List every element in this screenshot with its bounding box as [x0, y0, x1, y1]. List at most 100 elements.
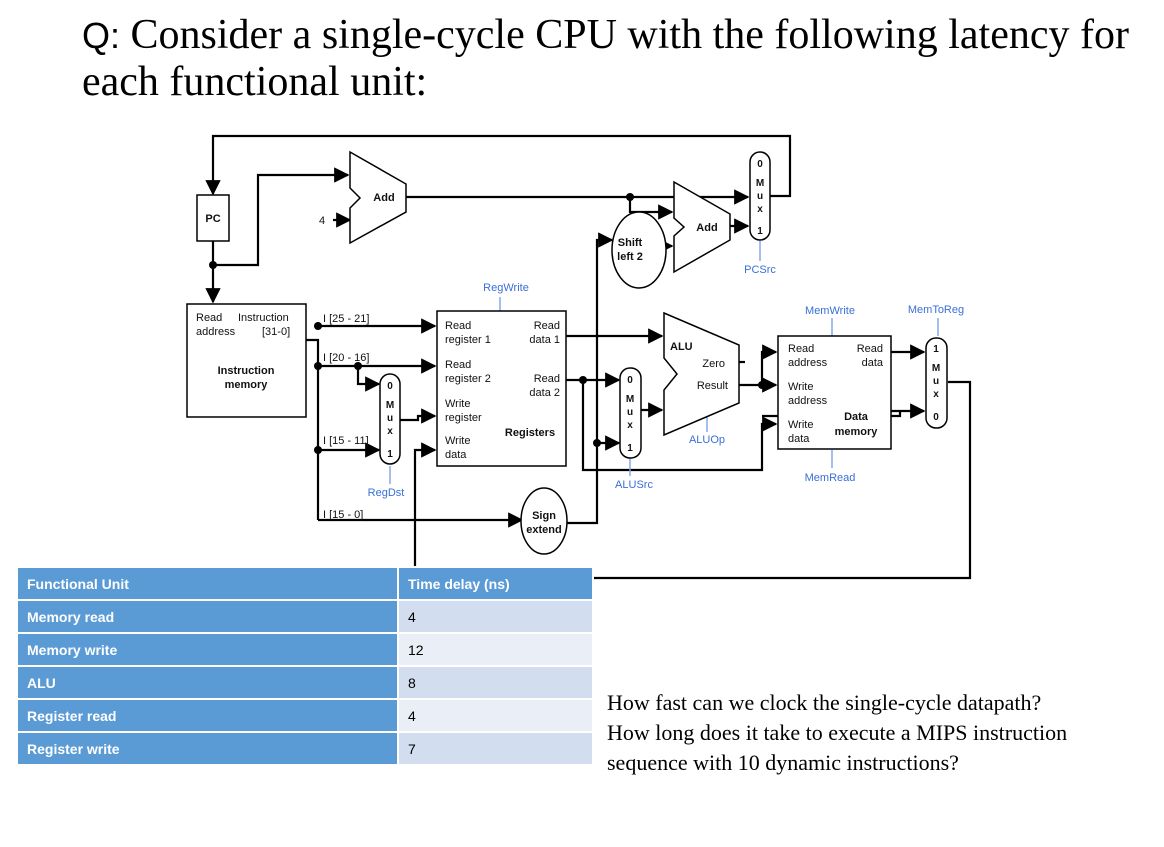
reg-read-data2-line2: data 2 [529, 387, 560, 399]
bits-20-16: I [20 - 16] [323, 352, 369, 364]
read-data2-to-mem-wire [581, 380, 778, 472]
junction-dot [579, 376, 587, 384]
shift-label-line2: left 2 [617, 251, 643, 263]
reg-read-reg1-line1: Read [445, 320, 471, 332]
add2-label: Add [696, 222, 717, 234]
junction-dots [209, 193, 766, 454]
mux-letter: M [756, 178, 764, 189]
pc-feedback-wire [205, 134, 792, 198]
dmem-name-line2: memory [835, 426, 879, 438]
delay-cell: 7 [397, 731, 594, 766]
pc-register [196, 194, 230, 242]
regdst-mux-out-wire [400, 408, 437, 424]
regdst-mux [379, 373, 401, 465]
alusrc-mux-top: 0 [627, 375, 633, 386]
registers-name: Registers [505, 427, 555, 439]
mux-letter: u [757, 191, 763, 202]
header-time-delay: Time delay (ns) [397, 566, 594, 601]
mux-letter: M [626, 394, 634, 405]
question-text: How fast can we clock the single-cycle d… [607, 688, 1147, 778]
reg-read-data1-line2: data 1 [529, 334, 560, 346]
pc-mux-top: 0 [757, 159, 763, 170]
mux-letter: M [932, 363, 940, 374]
table-header-row: Functional Unit Time delay (ns) [16, 566, 594, 601]
bits-15-0: I [15 - 0] [323, 509, 363, 521]
unit-cell: Register read [16, 698, 399, 733]
junction-dot [593, 439, 601, 447]
question-prefix: Q: [82, 15, 121, 56]
register-file [436, 310, 567, 467]
dmem-write-data-line1: Write [788, 419, 813, 431]
mux-letter: u [627, 407, 633, 418]
bits-15-11: I [15 - 11] [323, 435, 369, 447]
table-row: ALU 8 [16, 665, 594, 700]
unit-cell: Memory read [16, 599, 399, 634]
junction-dot [626, 193, 634, 201]
memtoreg-label: MemToReg [908, 304, 964, 316]
shift-label-line1: Shift [618, 237, 643, 249]
mux-letter: x [387, 426, 393, 437]
add-label: Add [373, 192, 394, 204]
constant-four: 4 [319, 215, 325, 227]
unit-cell: ALU [16, 665, 399, 700]
rt-to-mux-wire [356, 366, 381, 392]
pc-mux-bottom: 1 [757, 226, 763, 237]
alusrc-mux-bottom: 1 [627, 443, 633, 454]
latency-table: Functional Unit Time delay (ns) Memory r… [16, 566, 594, 766]
aluop-label: ALUOp [689, 434, 725, 446]
mux-letter: u [387, 413, 393, 424]
memtoreg-mux [925, 337, 948, 429]
pcsrc-label: PCSrc [744, 264, 776, 276]
alu-name: ALU [670, 341, 693, 353]
table-row: Register write 7 [16, 731, 594, 766]
memwrite-label: MemWrite [805, 305, 855, 317]
alu [663, 311, 740, 437]
unit-cell: Register write [16, 731, 399, 766]
question-title: Q: Consider a single-cycle CPU with the … [82, 12, 1142, 105]
pc-label: PC [205, 213, 220, 225]
alu-result-wire [739, 344, 778, 387]
alu-result: Result [697, 380, 728, 392]
branch-adder [673, 180, 731, 274]
alu-zero: Zero [702, 358, 725, 370]
dmem-read-data-line2: data [862, 357, 884, 369]
reg-write-reg-line2: register [445, 412, 482, 424]
reg-write-reg-line1: Write [445, 398, 470, 410]
reg-read-reg2-line2: register 2 [445, 373, 491, 385]
mux-letter: x [757, 204, 763, 215]
mux-letter: u [933, 376, 939, 387]
reg-write-data-line1: Write [445, 435, 470, 447]
dmem-read-data-line1: Read [857, 343, 883, 355]
sign-extend [520, 487, 568, 555]
dmem-read-address-line2: address [788, 357, 828, 369]
pc-mux [749, 151, 771, 241]
junction-dot [209, 261, 217, 269]
delay-cell: 12 [397, 632, 594, 667]
reg-read-reg2-line1: Read [445, 359, 471, 371]
delay-cell: 4 [397, 698, 594, 733]
data-memory [777, 335, 892, 450]
junction-dot [314, 322, 322, 330]
question-title-text: Consider a single-cycle CPU with the fol… [82, 12, 1129, 105]
question-line-2: How long does it take to execute a MIPS … [607, 720, 1068, 775]
question-line-1: How fast can we clock the single-cycle d… [607, 690, 1042, 715]
memtoreg-mux-bottom: 0 [933, 412, 939, 423]
dmem-name-line1: Data [844, 411, 869, 423]
reg-read-data1-line1: Read [534, 320, 560, 332]
sign-extend-line1: Sign [532, 510, 556, 522]
imem-read-address-line2: address [196, 326, 236, 338]
reg-read-data2-line1: Read [534, 373, 560, 385]
regwrite-label: RegWrite [483, 282, 529, 294]
instr-bus-wire [306, 338, 320, 520]
mux-letter: x [933, 389, 939, 400]
regdst-mux-top: 0 [387, 381, 393, 392]
memtoreg-mux-top: 1 [933, 344, 939, 355]
table-row: Memory read 4 [16, 599, 594, 634]
signext-to-shift-wire [567, 232, 614, 525]
table-row: Memory write 12 [16, 632, 594, 667]
regdst-mux-bottom: 1 [387, 449, 393, 460]
alusrc-mux [619, 367, 642, 459]
dmem-write-address-line1: Write [788, 381, 813, 393]
junction-dot [354, 362, 362, 370]
